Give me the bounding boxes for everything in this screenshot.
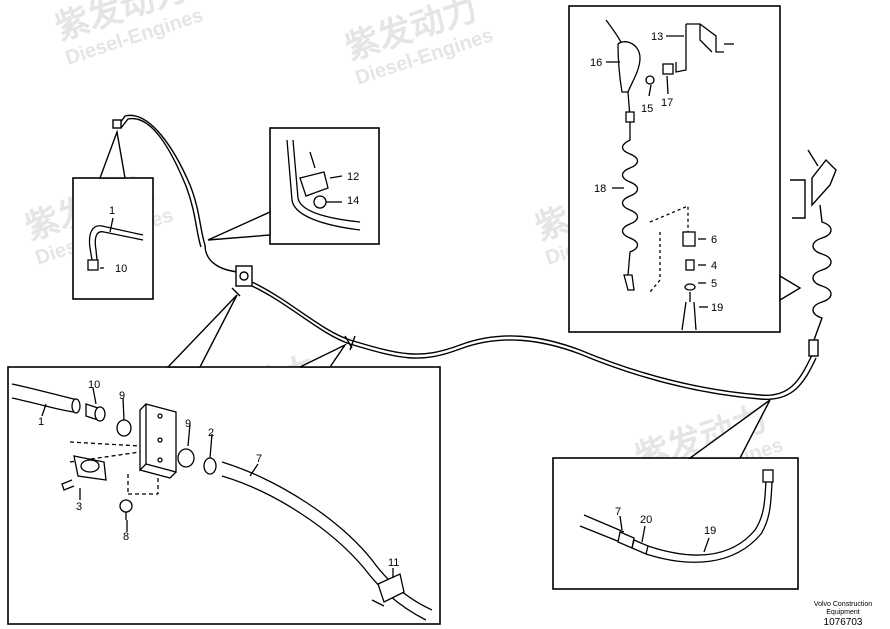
callout-19: 19	[711, 302, 723, 314]
callout-11: 11	[388, 557, 399, 569]
callout-18: 18	[594, 183, 606, 195]
callout-1: 1	[109, 205, 115, 217]
callout-7: 7	[615, 506, 621, 518]
callout-19: 19	[704, 525, 716, 537]
drawing-number: 1076703	[824, 617, 863, 628]
watermark: 紫发动力 Diesel-Engines	[341, 0, 496, 89]
callout-1: 1	[38, 416, 44, 428]
callout-12: 12	[347, 171, 359, 183]
callout-9: 9	[185, 418, 191, 430]
callout-9: 9	[119, 390, 125, 402]
gun-detail-box: 13 16 15 17 18 6 4 5 19	[568, 5, 802, 333]
callout-20: 20	[640, 514, 652, 526]
footer-category: Equipment	[826, 609, 860, 616]
callout-10: 10	[88, 379, 100, 391]
callout-17: 17	[661, 97, 673, 109]
callout-2: 2	[208, 427, 214, 439]
callout-15: 15	[641, 103, 653, 115]
main-hose-routing	[112, 114, 837, 400]
drawing-footer: Volvo Construction Equipment 1076703	[814, 601, 872, 628]
watermark: 紫发动力 Diesel-Engines	[51, 0, 206, 69]
callout-13: 13	[651, 31, 663, 43]
callout-7: 7	[256, 453, 262, 465]
callout-4: 4	[711, 260, 717, 272]
callout-8: 8	[123, 531, 129, 543]
callout-3: 3	[76, 501, 82, 513]
callout-16: 16	[590, 57, 602, 69]
coupling-detail-box: 7 20 19	[552, 399, 799, 590]
callout-5: 5	[711, 278, 717, 290]
valve-detail-box: 10 9 1 9 2 7 3 8 11	[7, 294, 441, 625]
callout-14: 14	[347, 195, 359, 207]
callout-10: 10	[115, 263, 127, 275]
footer-manufacturer: Volvo Construction	[814, 601, 872, 608]
callout-6: 6	[711, 234, 717, 246]
bracket-detail-box: 12 14	[207, 127, 380, 245]
overview-detail-box: 1 10	[72, 129, 154, 300]
